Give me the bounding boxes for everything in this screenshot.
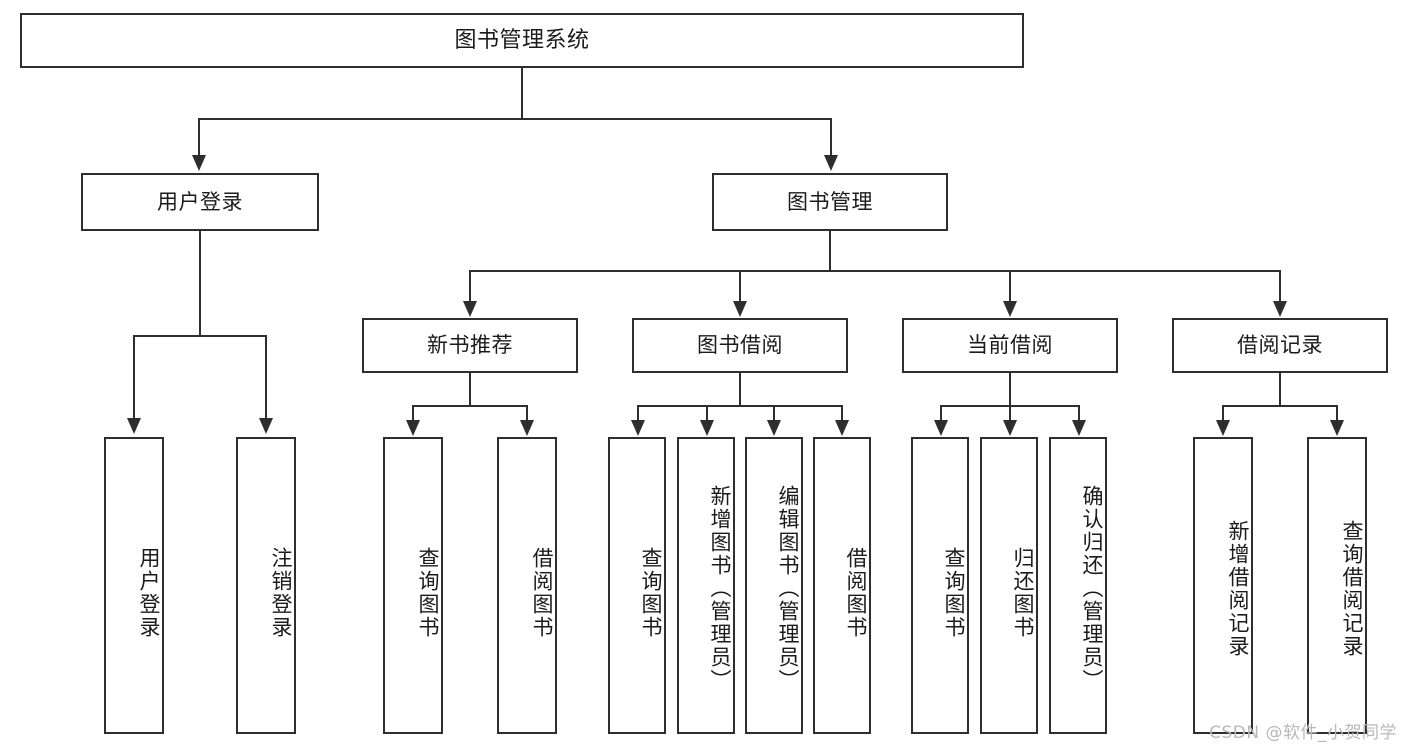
leaf-user-login[interactable]: 用户登录 — [104, 437, 164, 734]
connector-borrowrecord-stem — [1279, 373, 1281, 405]
leaf-logout[interactable]: 注销登录 — [236, 437, 296, 734]
leaf-borrow-edit-book[interactable]: 编辑图书（管理员） — [745, 437, 803, 734]
node-root-system[interactable]: 图书管理系统 — [20, 13, 1024, 68]
arrow-to-leaf-borrow-lend — [835, 420, 849, 436]
connector-currentborrow-drop-3 — [1078, 405, 1080, 423]
connector-bookmgmt-drop-3 — [1009, 270, 1011, 303]
connector-borrowrecord-bus — [1222, 405, 1338, 407]
arrow-to-new-book — [463, 301, 477, 317]
node-book-management[interactable]: 图书管理 — [712, 173, 948, 231]
connector-root-bus — [198, 118, 832, 120]
arrow-to-borrow-record — [1273, 301, 1287, 317]
arrow-to-book-management — [824, 155, 838, 171]
connector-newbook-drop-2 — [526, 405, 528, 423]
node-current-borrow[interactable]: 当前借阅 — [902, 318, 1118, 373]
connector-root-stem — [521, 68, 523, 118]
connector-bookborrow-drop-1 — [637, 405, 639, 423]
connector-currentborrow-stem — [1009, 373, 1011, 405]
arrow-to-leaf-record-query — [1330, 420, 1344, 436]
arrow-to-leaf-borrow-edit — [767, 420, 781, 436]
leaf-newbook-borrow-book[interactable]: 借阅图书 — [497, 437, 557, 734]
arrow-to-leaf-newbook-borrow — [520, 420, 534, 436]
arrow-to-leaf-current-confirm — [1072, 420, 1086, 436]
connector-bookmgmt-drop-1 — [469, 270, 471, 303]
leaf-newbook-query-book[interactable]: 查询图书 — [383, 437, 443, 734]
connector-borrowrecord-drop-2 — [1336, 405, 1338, 423]
leaf-current-confirm-return[interactable]: 确认归还（管理员） — [1049, 437, 1107, 734]
leaf-label: 新增图书（管理员） — [708, 485, 732, 692]
leaf-label: 归还图书 — [1011, 546, 1035, 639]
leaf-record-query[interactable]: 查询借阅记录 — [1307, 437, 1367, 734]
connector-bookborrow-drop-4 — [841, 405, 843, 423]
connector-bookmgmt-drop-2 — [739, 270, 741, 303]
arrow-to-leaf-user-login — [127, 418, 141, 434]
leaf-current-query-book[interactable]: 查询图书 — [911, 437, 969, 734]
connector-bookborrow-drop-3 — [773, 405, 775, 423]
leaf-label: 确认归还（管理员） — [1080, 485, 1104, 692]
leaf-borrow-add-book[interactable]: 新增图书（管理员） — [677, 437, 735, 734]
node-user-login[interactable]: 用户登录 — [81, 173, 319, 231]
leaf-borrow-query-book[interactable]: 查询图书 — [608, 437, 666, 734]
connector-bookborrow-drop-2 — [706, 405, 708, 423]
leaf-borrow-lend-book[interactable]: 借阅图书 — [813, 437, 871, 734]
node-new-book-recommend[interactable]: 新书推荐 — [362, 318, 578, 373]
arrow-to-leaf-current-query — [934, 420, 948, 436]
arrow-to-leaf-current-return — [1003, 420, 1017, 436]
leaf-label: 查询图书 — [416, 546, 440, 639]
arrow-to-leaf-borrow-query — [631, 420, 645, 436]
connector-userlogin-drop-2 — [265, 335, 267, 420]
node-borrow-record[interactable]: 借阅记录 — [1172, 318, 1388, 373]
leaf-current-return-book[interactable]: 归还图书 — [980, 437, 1038, 734]
connector-userlogin-bus — [133, 335, 267, 337]
connector-userlogin-drop-1 — [133, 335, 135, 420]
leaf-label: 查询图书 — [639, 546, 663, 639]
leaf-label: 编辑图书（管理员） — [776, 485, 800, 692]
connector-newbook-bus — [412, 405, 528, 407]
leaf-label: 查询借阅记录 — [1340, 519, 1364, 658]
leaf-record-add[interactable]: 新增借阅记录 — [1193, 437, 1253, 734]
connector-bookmgmt-bus — [469, 270, 1281, 272]
arrow-to-leaf-newbook-query — [406, 420, 420, 436]
node-book-borrow[interactable]: 图书借阅 — [632, 318, 848, 373]
connector-bookmgmt-stem — [829, 231, 831, 270]
connector-root-drop-right — [830, 118, 832, 158]
arrow-to-user-login — [192, 155, 206, 171]
connector-userlogin-stem — [199, 231, 201, 335]
connector-bookborrow-stem — [739, 373, 741, 405]
connector-newbook-stem — [469, 373, 471, 405]
connector-root-drop-left — [198, 118, 200, 158]
connector-bookmgmt-drop-4 — [1279, 270, 1281, 303]
arrow-to-leaf-record-add — [1216, 420, 1230, 436]
arrow-to-current-borrow — [1003, 301, 1017, 317]
leaf-label: 用户登录 — [137, 546, 161, 639]
arrow-to-leaf-logout — [259, 418, 273, 434]
arrow-to-leaf-borrow-add — [700, 420, 714, 436]
leaf-label: 借阅图书 — [530, 546, 554, 639]
connector-borrowrecord-drop-1 — [1222, 405, 1224, 423]
leaf-label: 新增借阅记录 — [1226, 519, 1250, 658]
connector-newbook-drop-1 — [412, 405, 414, 423]
leaf-label: 查询图书 — [942, 546, 966, 639]
connector-currentborrow-drop-1 — [940, 405, 942, 423]
arrow-to-book-borrow — [733, 301, 747, 317]
leaf-label: 借阅图书 — [844, 546, 868, 639]
connector-bookborrow-bus — [637, 405, 843, 407]
leaf-label: 注销登录 — [269, 546, 293, 639]
connector-currentborrow-drop-2 — [1009, 405, 1011, 423]
